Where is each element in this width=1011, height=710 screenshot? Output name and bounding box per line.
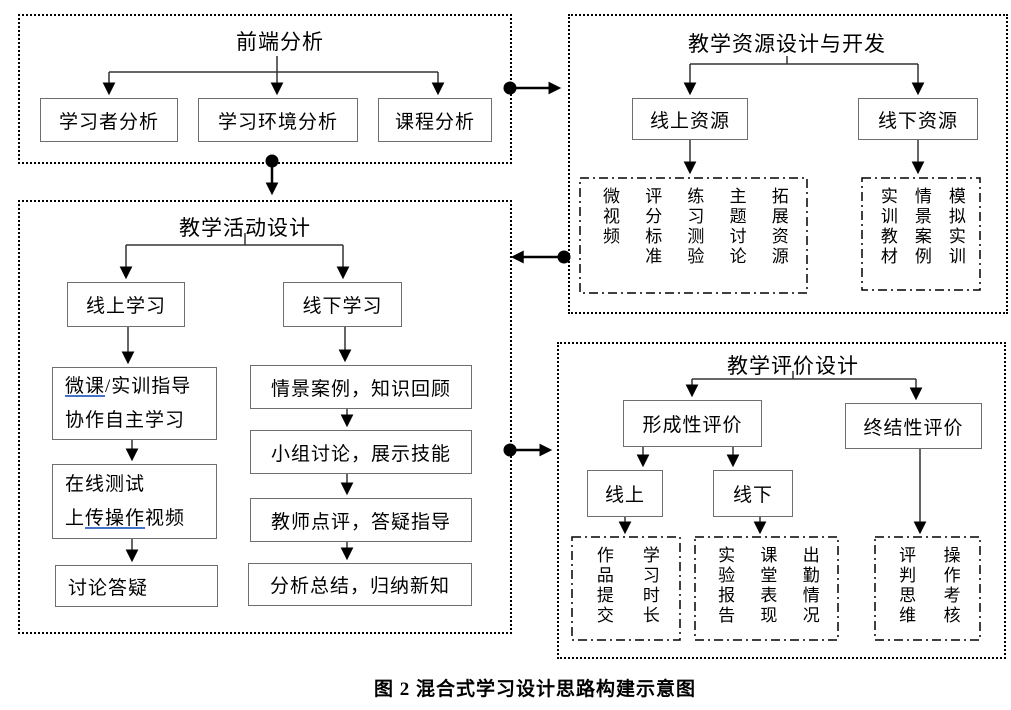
step1-line1-rest: /实训指导 <box>105 376 192 398</box>
vertical-item: 评判思维 <box>896 546 916 626</box>
evaluation-title: 教学评价设计 <box>727 354 859 378</box>
node-eval-offline: 线下 <box>713 470 793 517</box>
node-group-discussion: 小组讨论，展示技能 <box>250 430 472 474</box>
node-course-analysis: 课程分析 <box>378 98 492 142</box>
node-online-resources: 线上资源 <box>632 98 748 140</box>
frontend-title: 前端分析 <box>236 30 324 54</box>
step1-line2: 协作自主学习 <box>65 409 186 431</box>
step2-line1: 在线测试 <box>65 474 146 496</box>
step2-rest: 视频 <box>145 507 186 529</box>
vertical-item: 实训教材 <box>877 187 897 267</box>
vertical-item: 作品提交 <box>593 546 613 626</box>
vertical-item: 实验报告 <box>715 546 735 626</box>
vertical-item: 情景案例 <box>911 187 931 267</box>
node-online-test-upload: 在线测试 上传操作视频 <box>52 464 217 539</box>
vertical-item: 拓展资源 <box>768 187 788 267</box>
node-discussion-qa: 讨论答疑 <box>55 565 218 607</box>
resources-title: 教学资源设计与开发 <box>688 32 886 56</box>
vertical-item: 学习时长 <box>639 546 659 626</box>
node-summative-evaluation: 终结性评价 <box>845 403 982 449</box>
node-formative-evaluation: 形成性评价 <box>623 400 762 447</box>
node-eval-online: 线上 <box>587 470 663 517</box>
node-case-review: 情景案例，知识回顾 <box>250 365 472 409</box>
step2-pre: 上 <box>65 507 86 529</box>
vertical-item: 微视频 <box>600 187 620 247</box>
vertical-item: 模拟实训 <box>945 187 965 267</box>
eval-offline-items: 实验报告 课堂表现 出勤情况 <box>695 537 838 640</box>
vertical-item: 主题讨论 <box>726 187 746 267</box>
node-online-learning: 线上学习 <box>67 282 185 327</box>
vertical-item: 出勤情况 <box>799 546 819 626</box>
vertical-item: 评分标准 <box>642 187 662 267</box>
section-evaluation-design <box>557 342 1006 659</box>
node-environment-analysis: 学习环境分析 <box>198 98 358 142</box>
section-activity-design <box>18 200 512 634</box>
step2-line2: 上传操作视频 <box>65 502 185 535</box>
activities-title: 教学活动设计 <box>179 216 311 240</box>
vertical-item: 操作考核 <box>940 546 960 626</box>
vertical-item: 练习测验 <box>684 187 704 267</box>
vertical-item: 课堂表现 <box>757 546 777 626</box>
node-offline-resources: 线下资源 <box>858 98 978 140</box>
microlecture-link: 微课 <box>65 376 106 398</box>
node-microlecture-guidance: 微课/实训指导 协作自主学习 <box>52 367 217 440</box>
eval-online-items: 作品提交 学习时长 <box>572 537 680 640</box>
step1-line1: 微课/实训指导 <box>65 370 191 403</box>
offline-resource-items: 实训教材 情景案例 模拟实训 <box>862 178 980 290</box>
node-summary-newknowledge: 分析总结，归纳新知 <box>248 563 472 606</box>
online-resource-items: 微视频 评分标准 练习测验 主题讨论 拓展资源 <box>580 178 807 293</box>
upload-link: 传操作 <box>85 507 146 529</box>
node-teacher-comment: 教师点评，答疑指导 <box>250 498 472 542</box>
node-offline-learning: 线下学习 <box>283 282 402 327</box>
eval-summative-items: 评判思维 操作考核 <box>875 537 980 640</box>
node-learner-analysis: 学习者分析 <box>40 98 178 142</box>
figure-caption: 图 2 混合式学习设计思路构建示意图 <box>373 679 696 700</box>
section-resource-design <box>568 14 1008 314</box>
